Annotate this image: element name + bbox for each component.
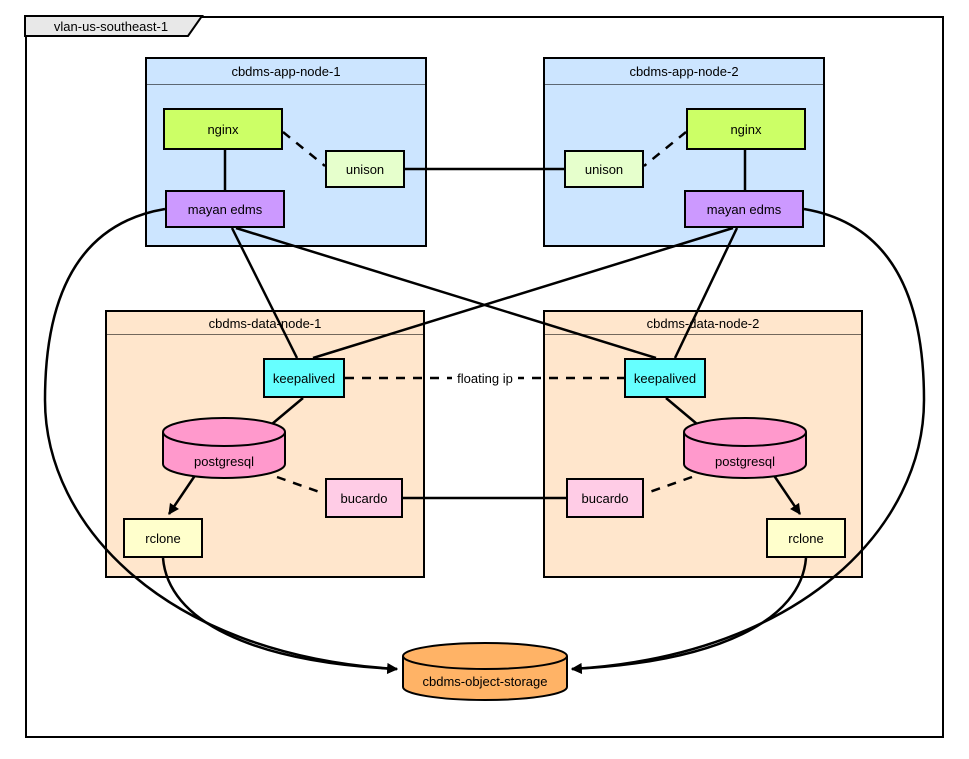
- container-title-data-node-1: cbdms-data-node-1: [107, 312, 423, 335]
- node-box-mayan-edms-1: mayan edms: [165, 190, 285, 228]
- node-box-mayan-edms-2: mayan edms: [684, 190, 804, 228]
- node-box-keepalived-1: keepalived: [263, 358, 345, 398]
- floating-ip-edge-label: floating ip: [452, 370, 518, 387]
- node-box-nginx-1: nginx: [163, 108, 283, 150]
- node-box-keepalived-2: keepalived: [624, 358, 706, 398]
- node-box-rclone-2: rclone: [766, 518, 846, 558]
- node-box-bucardo-2: bucardo: [566, 478, 644, 518]
- container-title-data-node-2: cbdms-data-node-2: [545, 312, 861, 335]
- container-title-app-node-1: cbdms-app-node-1: [147, 59, 425, 85]
- container-title-app-node-2: cbdms-app-node-2: [545, 59, 823, 85]
- node-box-rclone-1: rclone: [123, 518, 203, 558]
- vlan-tab-label: vlan-us-southeast-1: [53, 19, 169, 34]
- node-box-unison-2: unison: [564, 150, 644, 188]
- node-box-bucardo-1: bucardo: [325, 478, 403, 518]
- node-box-unison-1: unison: [325, 150, 405, 188]
- node-box-nginx-2: nginx: [686, 108, 806, 150]
